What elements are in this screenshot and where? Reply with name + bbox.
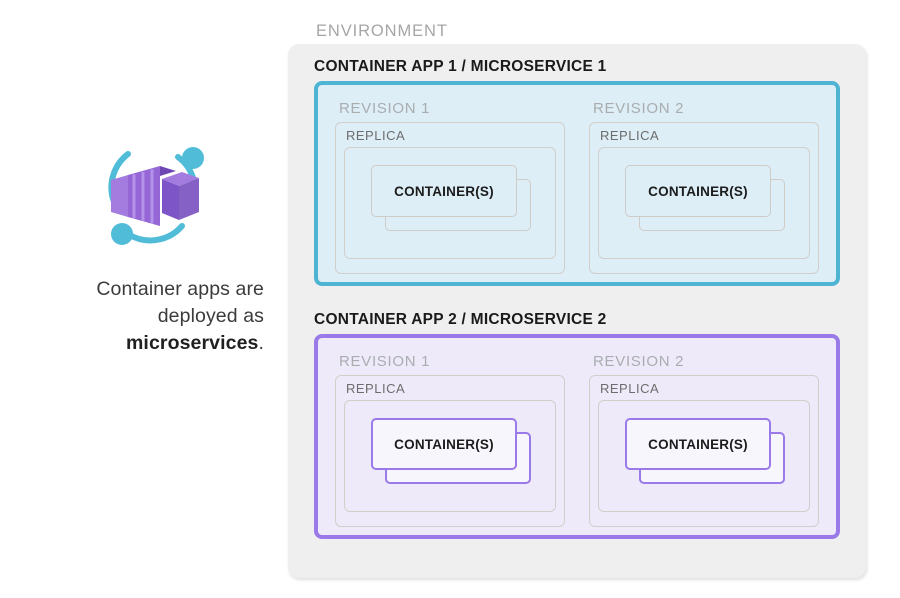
- container-app-2-block: CONTAINER APP 2 / MICROSERVICE 2 REVISIO…: [314, 309, 840, 539]
- app2-revision-1-replica: REPLICA CONTAINER(S): [335, 375, 565, 527]
- container-app-1-body: REVISION 1 REPLICA CONTAINER(S) REVISION…: [314, 81, 840, 286]
- explainer-panel: Container apps are deployed as microserv…: [44, 140, 264, 357]
- app2-revision-1-replica-title: REPLICA: [346, 381, 406, 396]
- app1-revision-1: REVISION 1 REPLICA CONTAINER(S): [327, 94, 573, 274]
- app2-revision-2-container-region: CONTAINER(S): [598, 400, 810, 512]
- caption-emphasis: microservices: [125, 331, 259, 354]
- caption-period: .: [258, 331, 264, 354]
- app1-revision-2-container-box-front: CONTAINER(S): [625, 165, 771, 217]
- container-app-1-block: CONTAINER APP 1 / MICROSERVICE 1 REVISIO…: [314, 56, 840, 286]
- app2-revision-2: REVISION 2 REPLICA CONTAINER(S): [581, 347, 827, 527]
- app1-revision-2: REVISION 2 REPLICA CONTAINER(S): [581, 94, 827, 274]
- app2-revision-2-replica: REPLICA CONTAINER(S): [589, 375, 819, 527]
- app1-revision-1-replica-title: REPLICA: [346, 128, 406, 143]
- container-app-2-title: CONTAINER APP 2 / MICROSERVICE 2: [314, 311, 607, 328]
- caption-line-2: deployed as: [157, 304, 264, 327]
- app1-revision-1-title: REVISION 1: [339, 100, 431, 117]
- container-app-1-title: CONTAINER APP 1 / MICROSERVICE 1: [314, 58, 607, 75]
- app1-revision-2-replica-title: REPLICA: [600, 128, 660, 143]
- container-app-2-body: REVISION 1 REPLICA CONTAINER(S) REVISION…: [314, 334, 840, 539]
- app1-revision-2-container-label: CONTAINER(S): [648, 183, 748, 199]
- app2-revision-1-container-label: CONTAINER(S): [394, 436, 494, 452]
- caption-text: Container apps are deployed as microserv…: [44, 276, 264, 357]
- app2-revision-1-container-box-front: CONTAINER(S): [371, 418, 517, 470]
- app2-revision-1-title: REVISION 1: [339, 353, 431, 370]
- app1-revision-2-replica: REPLICA CONTAINER(S): [589, 122, 819, 274]
- app2-revision-2-container-label: CONTAINER(S): [648, 436, 748, 452]
- app2-revision-2-replica-title: REPLICA: [600, 381, 660, 396]
- caption-line-1: Container apps are: [96, 278, 264, 300]
- app1-revision-1-container-box-front: CONTAINER(S): [371, 165, 517, 217]
- app1-revision-1-container-region: CONTAINER(S): [344, 147, 556, 259]
- app2-revision-1-container-region: CONTAINER(S): [344, 400, 556, 512]
- azure-container-apps-icon: [44, 140, 264, 252]
- app2-revision-2-container-box-front: CONTAINER(S): [625, 418, 771, 470]
- app1-revision-2-title: REVISION 2: [593, 100, 685, 117]
- app1-revision-1-container-label: CONTAINER(S): [394, 183, 494, 199]
- app1-revision-1-replica: REPLICA CONTAINER(S): [335, 122, 565, 274]
- app2-revision-2-title: REVISION 2: [593, 353, 685, 370]
- app2-revision-1: REVISION 1 REPLICA CONTAINER(S): [327, 347, 573, 527]
- environment-box: CONTAINER APP 1 / MICROSERVICE 1 REVISIO…: [288, 44, 866, 578]
- app1-revision-2-container-region: CONTAINER(S): [598, 147, 810, 259]
- environment-label: ENVIRONMENT: [316, 22, 448, 40]
